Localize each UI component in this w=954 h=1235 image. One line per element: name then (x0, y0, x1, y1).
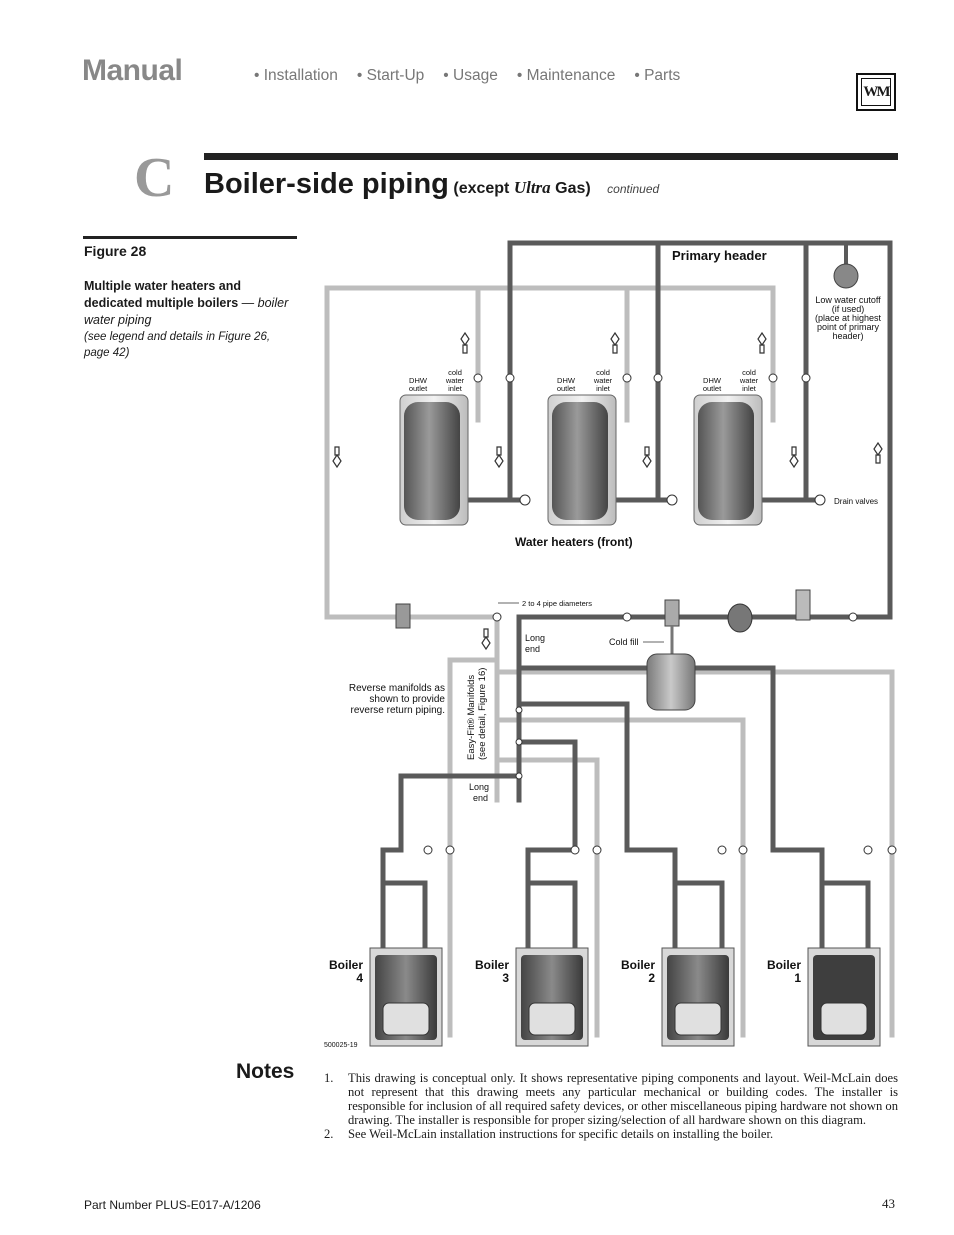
boiler-2-name: Boiler (621, 958, 655, 972)
boiler-1-num: 1 (794, 971, 801, 985)
boilers (369, 947, 881, 1047)
continued-label: continued (607, 182, 660, 196)
weil-mclain-logo: WM (856, 73, 896, 111)
section-title-main: Boiler-side piping (204, 168, 449, 200)
boiler-1-name: Boiler (767, 958, 801, 972)
long-end-top-1: Long (525, 633, 545, 643)
dhw-outlet-label-3a: DHW (703, 376, 722, 385)
nav-installation: • Installation (254, 67, 338, 84)
part-number: Part Number PLUS-E017-A/1206 (84, 1198, 261, 1212)
note-text: This drawing is conceptual only. It show… (348, 1071, 898, 1127)
water-heaters-label: Water heaters (front) (515, 535, 633, 549)
cold-inlet-label-2b: water (593, 376, 613, 385)
note-number: 1. (324, 1071, 334, 1085)
figure-rule (83, 236, 297, 239)
manifolds-line-1: Easy-Fit® Manifolds (466, 675, 477, 760)
section-letter: C (134, 147, 175, 209)
logo-mark: WM (861, 78, 891, 106)
manifolds-line-2: (see detail, Figure 16) (477, 668, 488, 760)
cold-inlet-label-1c: inlet (448, 384, 463, 393)
page-number: 43 (882, 1196, 895, 1211)
cold-inlet-label-3c: inlet (742, 384, 757, 393)
water-heater-3 (693, 394, 763, 526)
section-subtitle-pre: (except (453, 180, 514, 197)
cold-fill-label: Cold fill (609, 637, 639, 647)
header-nav: • Installation • Start-Up • Usage • Main… (254, 67, 699, 85)
note-item: 2. See Weil-McLain installation instruct… (324, 1127, 898, 1141)
caption-italic: boiler water piping (84, 296, 289, 327)
lwco-label: Low water cutoff (if used) (place at hig… (815, 295, 882, 341)
valves (423, 373, 897, 855)
nav-parts: • Parts (634, 67, 681, 84)
reverse-manifolds-line-1: Reverse manifolds as (349, 683, 445, 694)
cold-inlet-label-3b: water (739, 376, 759, 385)
caption-note: (see legend and details in Figure 26, pa… (84, 331, 271, 359)
low-water-cutoff (833, 243, 859, 289)
figure-caption: Multiple water heaters and dedicated mul… (84, 278, 296, 361)
piping-diagram: Primary header Low water cutoff (if used… (324, 240, 897, 1049)
cold-inlet-label-2c: inlet (596, 384, 611, 393)
boiler-3-num: 3 (502, 971, 509, 985)
lwco-line-3: (place at highest (815, 313, 882, 323)
water-heaters (399, 394, 763, 526)
lwco-line-5: header) (832, 331, 863, 341)
boiler-4-name: Boiler (329, 958, 363, 972)
dhw-outlet-label-2b: outlet (557, 384, 576, 393)
nav-maintenance: • Maintenance (516, 67, 616, 84)
boiler-4-num: 4 (356, 971, 363, 985)
drain-valves-label: Drain valves (834, 497, 878, 506)
section-subtitle-post: Gas) (550, 180, 591, 197)
boiler-1 (807, 947, 881, 1047)
cold-inlet-label-1a: cold (448, 368, 462, 377)
boiler-2 (661, 947, 735, 1047)
reverse-manifolds-label: Reverse manifolds as shown to provide re… (349, 683, 446, 716)
dhw-outlet-label-3b: outlet (703, 384, 722, 393)
lwco-line-1: Low water cutoff (815, 295, 881, 305)
flow-arrows (332, 331, 883, 651)
tank-labels: DHW outlet cold water inlet DHW outlet c… (409, 368, 759, 393)
boiler-labels: Boiler 4 Boiler 3 Boiler 2 Boiler 1 (329, 958, 801, 985)
lwco-line-2: (if used) (832, 304, 865, 314)
cold-inlet-label-1b: water (445, 376, 465, 385)
water-heater-2 (547, 394, 617, 526)
drawing-id: 500025-19 (324, 1042, 358, 1049)
water-heater-1 (399, 394, 469, 526)
boiler-2-num: 2 (648, 971, 655, 985)
note-item: 1. This drawing is conceptual only. It s… (324, 1071, 898, 1127)
boiler-3 (515, 947, 589, 1047)
notes-heading: Notes (236, 1060, 295, 1083)
note-text: See Weil-McLain installation instruction… (348, 1127, 774, 1141)
notes-list: 1. This drawing is conceptual only. It s… (324, 1071, 898, 1141)
cold-inlet-label-2a: cold (596, 368, 610, 377)
boiler-4 (369, 947, 443, 1047)
long-end-bottom-1: Long (469, 782, 489, 792)
section-subtitle-brand: Ultra (513, 178, 551, 197)
caption-bold: Multiple water heaters and dedicated mul… (84, 279, 241, 310)
cold-inlet-label-3a: cold (742, 368, 756, 377)
reverse-manifolds-line-2: shown to provide (369, 694, 445, 705)
dhw-outlet-label-1b: outlet (409, 384, 428, 393)
nav-start-up: • Start-Up (356, 67, 425, 84)
section-rule (204, 153, 898, 160)
nav-usage: • Usage (443, 67, 498, 84)
primary-header-label: Primary header (672, 248, 767, 263)
lwco-line-4: point of primary (817, 322, 880, 332)
manual-title: Manual (82, 54, 183, 87)
boiler-3-name: Boiler (475, 958, 509, 972)
supply-components (395, 589, 811, 711)
dhw-outlet-label-2a: DHW (557, 376, 576, 385)
manifolds-label: Easy-Fit® Manifolds (see detail, Figure … (466, 668, 488, 760)
supply-piping (380, 240, 893, 958)
section-title: Boiler-side piping (except Ultra Gas) co… (204, 168, 659, 201)
long-end-top-2: end (525, 644, 540, 654)
dhw-outlet-label-1a: DHW (409, 376, 428, 385)
figure-label: Figure 28 (84, 243, 147, 259)
reverse-manifolds-line-3: reverse return piping. (351, 705, 446, 716)
caption-dash: — (238, 296, 258, 310)
pipe-diameters-label: 2 to 4 pipe diameters (522, 599, 592, 608)
long-end-bottom-2: end (473, 793, 488, 803)
note-number: 2. (324, 1127, 334, 1141)
